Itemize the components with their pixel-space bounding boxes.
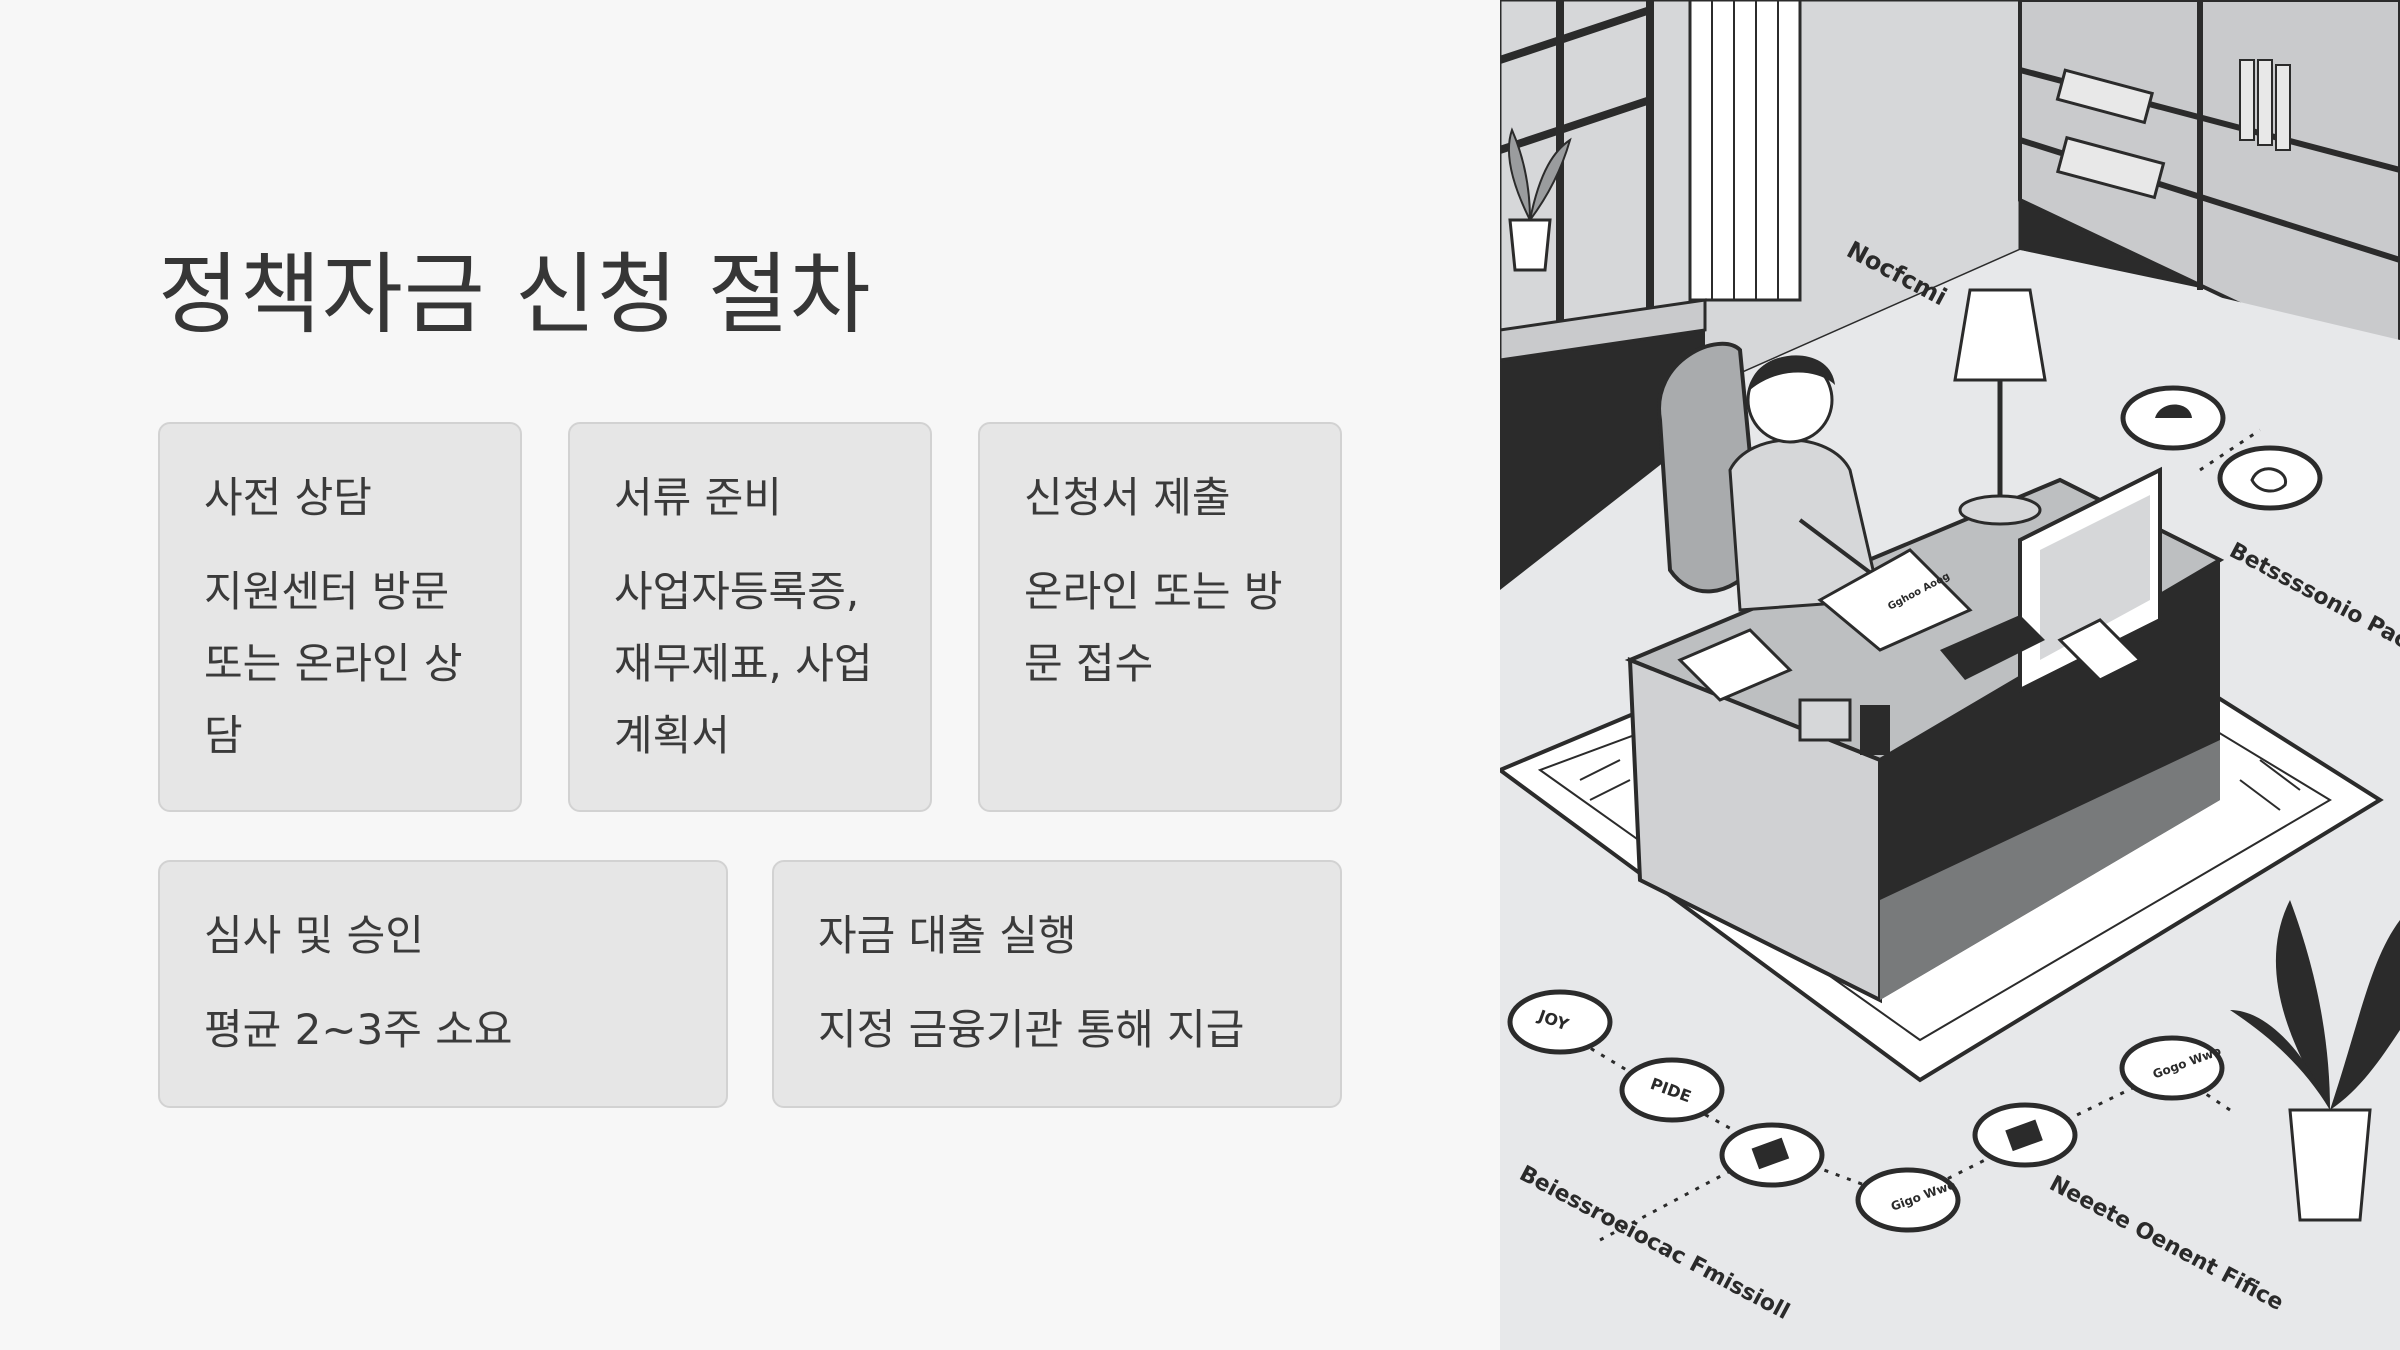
- step-title: 심사 및 승인: [204, 911, 424, 960]
- monitor: [1940, 466, 2162, 694]
- step-desc: 지원센터 방문 또는 온라인 상담: [204, 567, 463, 760]
- lamp: [1953, 288, 2047, 526]
- step-desc: 온라인 또는 방문 접수: [1024, 567, 1283, 688]
- page-title: 정책자금 신청 절차: [158, 243, 872, 346]
- window: [1500, 0, 1654, 360]
- step-card-review: 심사 및 승인 평균 2~3주 소요: [158, 860, 728, 1108]
- mug: [1860, 705, 1890, 755]
- shoe-icon: [2155, 404, 2192, 418]
- plant-icon: [1508, 127, 1572, 272]
- content-panel: 정책자금 신청 절차 사전 상담 지원센터 방문 또는 온라인 상담 서류 준비…: [158, 243, 1342, 1108]
- keyboard: [1940, 615, 2045, 680]
- document-paper: Gghoo Aoog: [1817, 548, 1973, 652]
- grid-icon: [2005, 1119, 2043, 1152]
- step-desc: 사업자등록증, 재무제표, 사업계획서: [614, 567, 873, 760]
- office-illustration: Gghoo Aoog: [1500, 0, 2400, 1350]
- handshake-icon: [2250, 467, 2287, 493]
- step-title: 자금 대출 실행: [818, 911, 1077, 960]
- icon-bubbles: JOY PIDE Gigo Wwo Gogo Wwo: [1507, 385, 2323, 1233]
- step-desc: 평균 2~3주 소요: [204, 1005, 513, 1054]
- curtain: [1688, 0, 1802, 302]
- bookshelf: [2018, 0, 2400, 383]
- office-scene-image: Gghoo Aoog: [1500, 0, 2400, 1350]
- step-title: 사전 상담: [204, 473, 372, 522]
- step-card-documents: 서류 준비 사업자등록증, 재무제표, 사업계획서: [568, 422, 932, 812]
- step-card-disbursement: 자금 대출 실행 지정 금융기관 통해 지급: [772, 860, 1342, 1108]
- step-card-application: 신청서 제출 온라인 또는 방문 접수: [978, 422, 1342, 812]
- grid-icon: [1751, 1137, 1790, 1170]
- clipboard: [1677, 628, 1793, 702]
- step-desc: 지정 금융기관 통해 지급: [818, 1005, 1245, 1054]
- step-title: 서류 준비: [614, 473, 782, 522]
- step-card-consultation: 사전 상담 지원센터 방문 또는 온라인 상담: [158, 422, 522, 812]
- small-box: [1798, 698, 1852, 742]
- person-figure: [1728, 355, 1882, 612]
- plant-icon: [2230, 900, 2400, 1222]
- step-title: 신청서 제출: [1024, 473, 1231, 522]
